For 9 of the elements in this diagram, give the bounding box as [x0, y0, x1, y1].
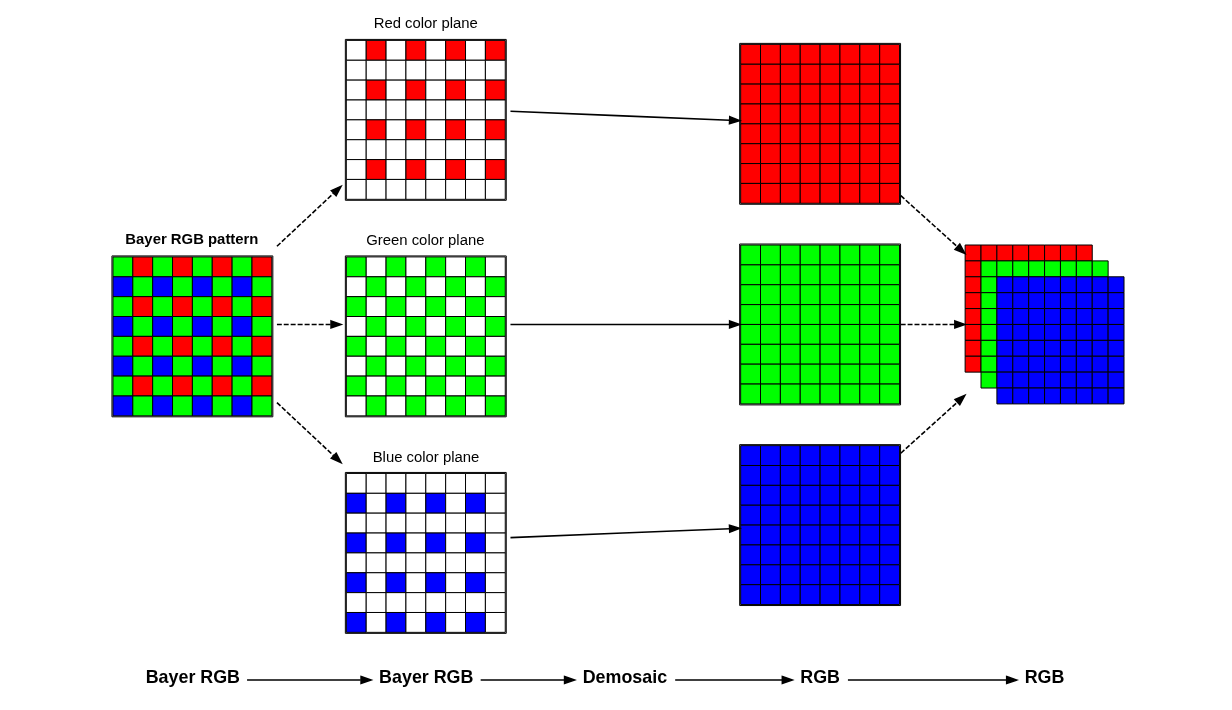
node-text: RGB [1024, 667, 1065, 688]
node-label: Red color plane [373, 15, 478, 32]
node-label: Bayer RGB pattern [125, 231, 259, 248]
node-text: Bayer RGB [145, 667, 241, 688]
node-text: Bayer RGB [379, 667, 474, 688]
node-text: Demosaic [582, 667, 668, 688]
node-label: Green color plane [366, 232, 485, 248]
node-label: Blue color plane [372, 448, 480, 465]
node-text: RGB [800, 667, 840, 688]
